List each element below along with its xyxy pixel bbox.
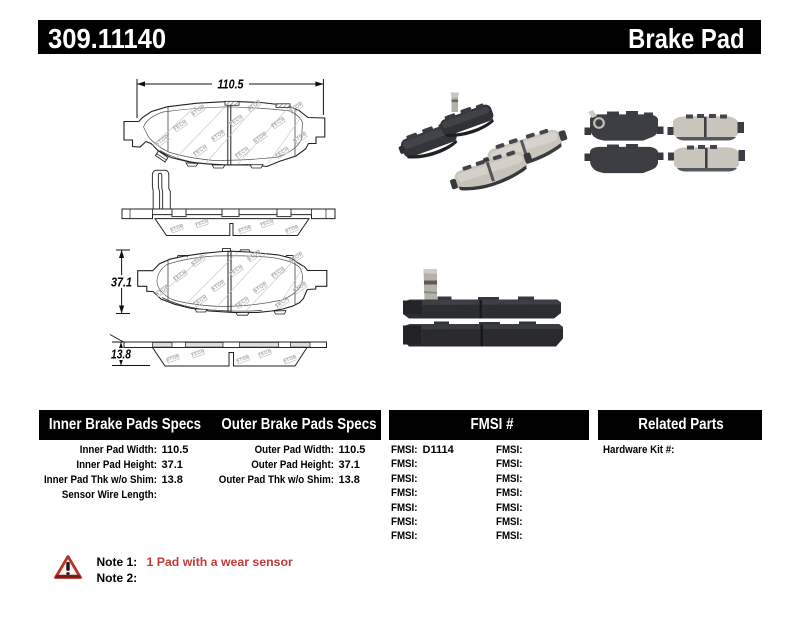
svg-text:TECH: TECH — [192, 294, 208, 308]
svg-text:TECH: TECH — [172, 119, 188, 133]
svg-text:STOP: STOP — [252, 281, 268, 295]
svg-text:110.5: 110.5 — [218, 77, 245, 92]
svg-text:TECH: TECH — [259, 218, 274, 228]
svg-text:STOP: STOP — [246, 99, 262, 113]
svg-text:STOP: STOP — [210, 129, 226, 143]
svg-text:TECH: TECH — [228, 114, 244, 128]
svg-text:STOP: STOP — [246, 249, 262, 263]
svg-text:STOP: STOP — [292, 281, 308, 295]
svg-text:TECH: TECH — [234, 146, 250, 160]
svg-text:TECH: TECH — [194, 218, 209, 228]
svg-text:TECH: TECH — [274, 146, 290, 160]
svg-text:STOP: STOP — [165, 353, 180, 362]
svg-text:STOP: STOP — [284, 224, 299, 233]
svg-text:STOP: STOP — [190, 254, 206, 268]
svg-text:STOP: STOP — [288, 101, 304, 115]
svg-text:TECH: TECH — [274, 296, 290, 310]
svg-text:TECH: TECH — [270, 116, 286, 130]
svg-text:TECH: TECH — [228, 264, 244, 278]
svg-text:STOP: STOP — [210, 279, 226, 293]
svg-text:TECH: TECH — [257, 348, 272, 358]
svg-text:TECH: TECH — [190, 348, 205, 358]
svg-text:STOP: STOP — [292, 131, 308, 145]
svg-text:STOP: STOP — [154, 284, 170, 298]
svg-text:STOP: STOP — [235, 354, 250, 363]
svg-text:STOP: STOP — [282, 354, 297, 363]
svg-text:STOP: STOP — [190, 104, 206, 118]
svg-text:TECH: TECH — [172, 269, 188, 283]
svg-text:STOP: STOP — [288, 251, 304, 265]
svg-text:TECH: TECH — [270, 266, 286, 280]
svg-text:STOP: STOP — [169, 223, 184, 232]
svg-text:STOP: STOP — [237, 224, 252, 233]
svg-text:TECH: TECH — [192, 144, 208, 158]
svg-text:STOP: STOP — [252, 131, 268, 145]
svg-text:TECH: TECH — [234, 296, 250, 310]
svg-text:37.1: 37.1 — [111, 275, 132, 290]
svg-text:13.8: 13.8 — [111, 347, 132, 362]
svg-text:STOP: STOP — [154, 134, 170, 148]
